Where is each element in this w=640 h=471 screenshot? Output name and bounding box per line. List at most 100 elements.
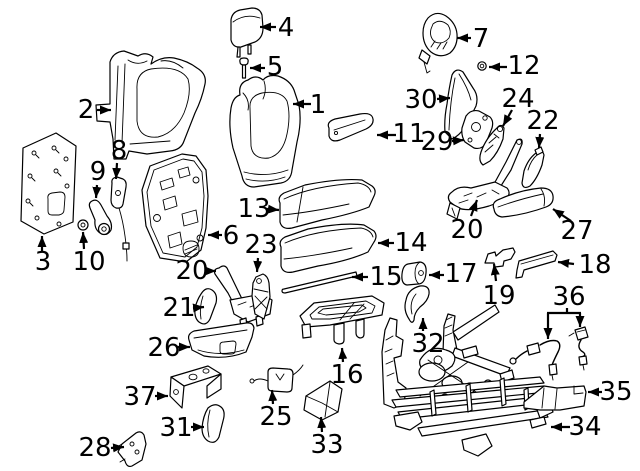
part-18-trim-strip [515,250,558,279]
part-32-elbow-trim [404,285,430,323]
callout-8: 8 [111,136,128,180]
callout-arrow [266,204,280,214]
callout-arrow [535,133,545,149]
callout-label-28: 28 [78,433,111,463]
callout-31: 31 [159,413,204,443]
callout-label-37: 37 [123,382,156,412]
callout-label-22: 22 [526,106,559,136]
callout-22: 22 [526,106,560,149]
part-2-seat-back-frame [95,50,206,160]
callout-17: 17 [429,259,478,289]
callout-25: 25 [259,389,293,432]
part-35-track-end-cover [523,385,587,411]
callout-label-32: 32 [411,329,444,359]
callout-18: 18 [557,250,612,280]
part-28-bracket-plate [116,431,147,468]
callout-arrow [338,347,348,363]
callout-label-21: 21 [162,293,195,323]
callout-10: 10 [72,231,106,277]
callout-13: 13 [237,194,280,224]
callout-35: 35 [588,377,633,407]
part-6-seat-back-board [141,153,209,263]
callout-27: 27 [552,208,594,246]
callout-20: 20 [175,256,216,286]
part-31-side-pad [201,404,225,443]
callout-label-23: 23 [244,230,277,260]
part-13-cushion-cover [278,178,376,229]
callout-34: 34 [551,412,602,442]
callout-37: 37 [123,382,168,412]
callout-label-26: 26 [147,333,180,363]
part-24-inner-shield [479,124,505,166]
parts-layer [20,7,589,468]
part-14-cushion-pad [279,223,377,273]
callout-label-25: 25 [259,402,292,432]
part-7-belt-guide [418,12,458,74]
callout-arrow [502,109,513,127]
part-27-side-shield-cover [492,187,554,218]
callout-label-19: 19 [482,281,515,311]
callout-label-13: 13 [237,194,270,224]
callout-arrow [490,263,500,282]
callout-36: 36 [543,282,586,339]
callout-16: 16 [330,347,364,390]
callout-label-6: 6 [223,221,240,251]
callout-4: 4 [260,13,294,43]
part-16-cushion-frame [299,295,385,345]
callout-label-14: 14 [394,228,427,258]
callout-label-11: 11 [392,119,425,149]
callout-label-33: 33 [310,430,343,460]
callout-arrow [92,184,102,199]
part-19-clip-bracket [484,247,516,268]
part-8-bezel-cable [110,176,130,262]
callout-33: 33 [310,416,344,460]
callout-14: 14 [378,228,428,258]
callout-9: 9 [90,157,107,199]
callout-23: 23 [244,230,278,273]
callout-19: 19 [482,263,516,311]
callout-arrow [192,303,205,313]
callout-label-35: 35 [599,377,632,407]
callout-arrow [79,231,89,250]
callout-label-3: 3 [35,247,52,277]
part-9-recliner-handle [88,199,113,236]
callout-label-12: 12 [507,51,540,81]
callout-label-7: 7 [473,24,490,54]
callout-11: 11 [377,119,426,149]
callout-label-1: 1 [310,90,327,120]
callout-label-18: 18 [578,250,611,280]
part-12-grommet [477,61,487,71]
part-23-hinge-cover [251,273,271,320]
callout-arrow [268,389,278,405]
callout-5: 5 [250,52,283,82]
part-34-seat-track-assembly [381,304,554,457]
callout-arrow [110,443,125,453]
callout-label-2: 2 [78,95,95,125]
callout-label-8: 8 [111,136,128,166]
part-26-front-valance [187,322,255,358]
callout-label-4: 4 [278,13,295,43]
callout-32: 32 [411,318,445,359]
part-5-bolt [239,57,249,79]
callout-15: 15 [352,262,403,292]
callout-arrow [468,199,479,217]
callout-2: 2 [78,95,111,125]
callout-12: 12 [489,51,541,81]
callout-29: 29 [420,127,465,157]
part-11-side-trim [327,112,374,142]
callout-26: 26 [147,333,190,363]
callout-label-9: 9 [90,157,107,187]
callout-label-16: 16 [330,360,363,390]
callout-label-17: 17 [444,259,477,289]
part-25-actuator [249,364,304,393]
callout-arrow [557,258,575,268]
callout-label-24: 24 [501,84,534,114]
callout-arrow [451,136,465,146]
callout-1: 1 [293,90,326,120]
callout-arrow [436,94,451,104]
callout-28: 28 [78,433,125,463]
callout-label-29: 29 [420,127,453,157]
callout-label-30: 30 [404,85,437,115]
part-21-side-pad [194,288,218,325]
